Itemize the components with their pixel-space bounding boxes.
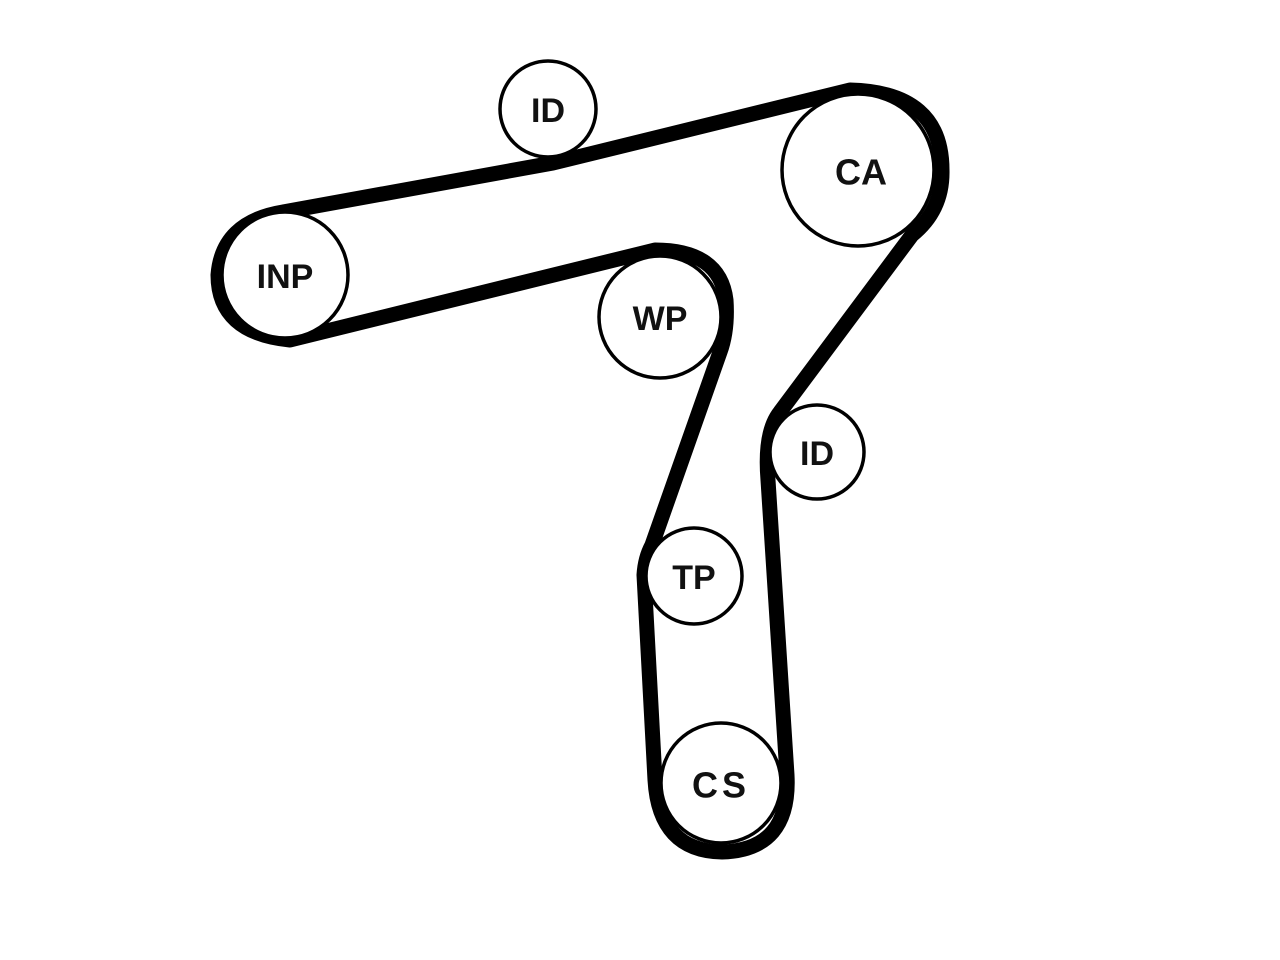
idler-pulley-top-circle (498, 59, 598, 159)
injection-pump-pulley-label: INP (257, 258, 314, 296)
crankshaft-pulley-label: CS (692, 765, 750, 806)
camshaft-pulley-circle (780, 92, 936, 248)
camshaft-pulley: CA (780, 92, 936, 248)
tensioner-pulley-label: TP (672, 559, 715, 597)
crankshaft-pulley-circle (659, 721, 783, 845)
idler-pulley-top: ID (498, 59, 598, 159)
idler-pulley-top-label: ID (531, 92, 565, 130)
water-pump-pulley: WP (597, 254, 723, 380)
tensioner-pulley-circle (644, 526, 744, 626)
camshaft-pulley-label: CA (835, 152, 887, 193)
idler-pulley-right-label: ID (800, 435, 834, 473)
injection-pump-pulley-circle (220, 210, 350, 340)
crankshaft-pulley: CS (659, 721, 783, 845)
water-pump-pulley-label: WP (633, 300, 688, 338)
injection-pump-pulley: INP (220, 210, 350, 340)
tensioner-pulley: TP (644, 526, 744, 626)
idler-pulley-right: ID (768, 403, 866, 501)
water-pump-pulley-circle (597, 254, 723, 380)
idler-pulley-right-circle (768, 403, 866, 501)
